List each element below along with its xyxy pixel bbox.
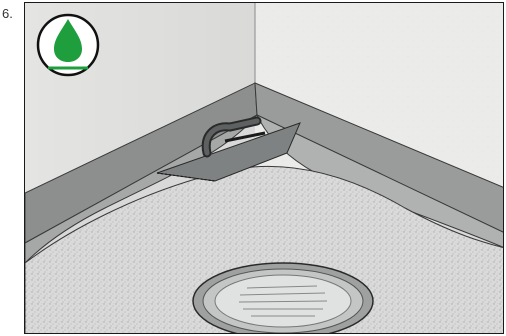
illustration-frame	[24, 2, 504, 334]
floor-drain	[193, 263, 373, 334]
illustration	[25, 3, 504, 334]
water-drop-icon	[38, 15, 98, 75]
step-number: 6.	[2, 6, 13, 21]
